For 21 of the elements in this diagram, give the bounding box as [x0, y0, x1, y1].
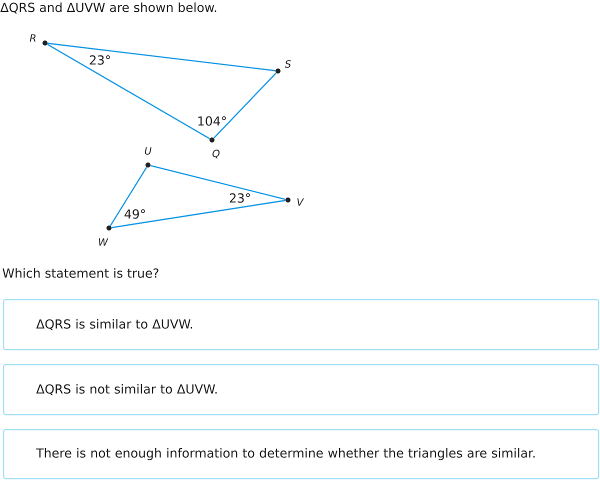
angle-label: 104°: [198, 116, 226, 126]
triangle-side: [213, 72, 277, 138]
triangle-side: [48, 42, 276, 72]
answer-option: ΔQRS is not similar to ΔUVW.: [3, 364, 600, 416]
triangle-side: [150, 165, 286, 200]
triangle-side: [110, 166, 148, 226]
vertex-label: V: [297, 198, 304, 206]
question: Which statement is true?: [2, 268, 158, 278]
angle-label: 23°: [230, 193, 250, 203]
angle-label: 49°: [124, 209, 145, 219]
vertex-label: R: [30, 34, 36, 42]
triangle-side: [47, 44, 210, 140]
answer-option: There is not enough information to determine whether the triangles are similar.: [3, 429, 600, 480]
vertex-label: Q: [212, 150, 220, 158]
angle-label: 23°: [90, 55, 110, 65]
title: ΔQRS and ΔUVW are shown below.: [0, 2, 216, 14]
vertex-label: S: [284, 60, 291, 68]
vertex-label: W: [99, 238, 108, 246]
vertex-label: U: [144, 147, 152, 155]
answer-option: ΔQRS is similar to ΔUVW.: [3, 299, 600, 350]
triangle-side: [112, 200, 286, 228]
